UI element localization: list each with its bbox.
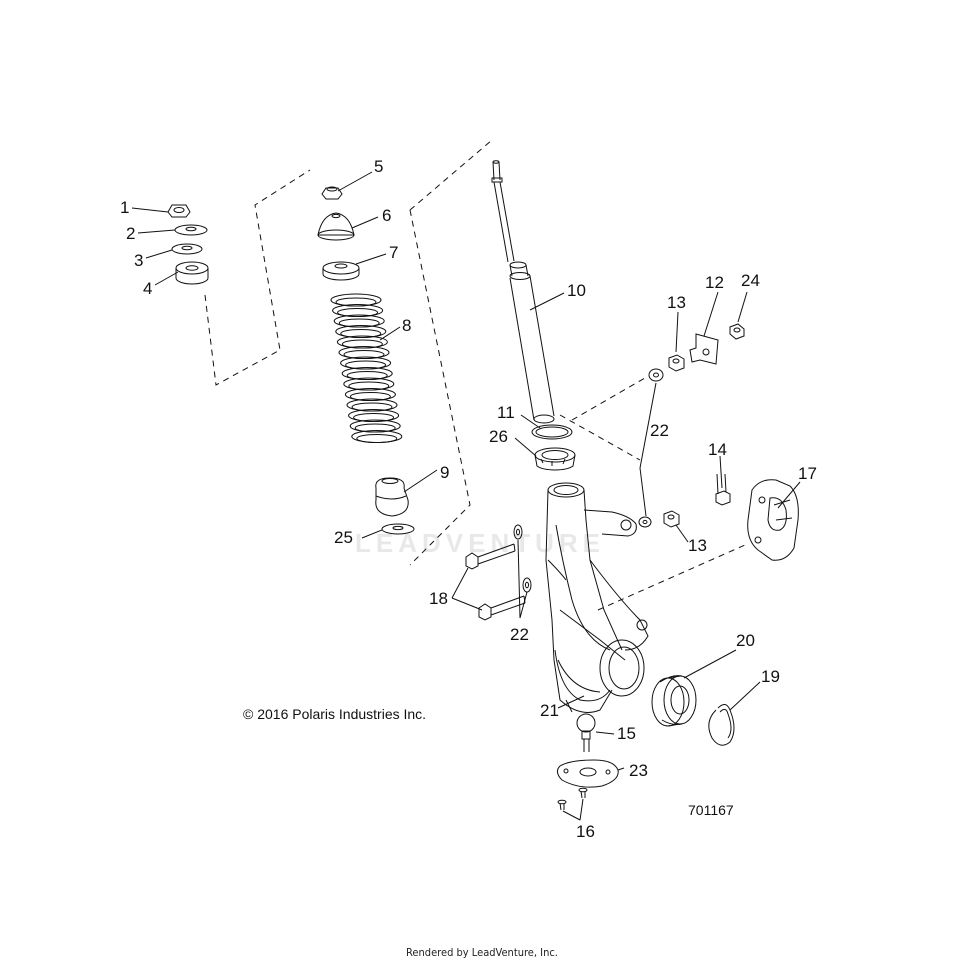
spring-coil-inner	[349, 392, 391, 401]
callout-5: 5	[374, 157, 384, 176]
callout-13-top: 13	[667, 293, 686, 312]
spring-coil-inner	[338, 318, 380, 328]
callout-2: 2	[126, 224, 136, 243]
spring-coil-inner	[345, 360, 387, 370]
callout-17: 17	[798, 464, 817, 483]
part-nut-13-top	[668, 354, 685, 372]
callout-22-right: 22	[650, 421, 669, 440]
callout-3: 3	[134, 251, 144, 270]
spring-coil-inner	[354, 423, 396, 433]
part-washer-22-lower	[522, 577, 532, 593]
dashed-guide-right-2	[559, 414, 641, 461]
callout-1: 1	[120, 198, 130, 217]
part-bolt-18-lower	[478, 595, 526, 621]
spring-coil-inner	[341, 339, 383, 349]
part-washer-22-right-bottom	[638, 516, 652, 528]
part-coil-spring-8	[330, 293, 403, 443]
part-washer-3	[171, 243, 203, 255]
part-screw-16-left	[557, 799, 567, 811]
footer-credit: Rendered by LeadVenture, Inc.	[406, 946, 558, 959]
callout-11: 11	[497, 403, 515, 422]
callout-14: 14	[708, 440, 727, 459]
part-bolt-14	[715, 473, 731, 506]
part-washer-25	[381, 523, 415, 535]
part-bump-stop-9	[375, 477, 409, 517]
callout-6: 6	[382, 206, 392, 225]
callout-24: 24	[741, 271, 760, 290]
part-bushing-4	[175, 261, 209, 285]
callout-8: 8	[402, 316, 412, 335]
callout-22-left: 22	[510, 625, 529, 644]
dashed-guide-center-2	[409, 209, 471, 566]
callout-25: 25	[334, 528, 353, 547]
part-nut-1	[167, 204, 191, 218]
callout-21: 21	[540, 701, 559, 720]
dashed-guide-left	[204, 169, 311, 386]
part-wheel-bearing-20	[651, 675, 697, 727]
spring-coil-inner	[337, 308, 379, 317]
part-washer-22-right-top	[648, 368, 664, 382]
part-shock-absorber-10	[491, 160, 555, 424]
part-washer-22-upper	[513, 524, 523, 540]
spring-coil-inner	[353, 413, 395, 422]
callout-23: 23	[629, 761, 648, 780]
callout-10: 10	[567, 281, 586, 300]
dashed-guide-center	[409, 139, 493, 211]
callout-20: 20	[736, 631, 755, 650]
dashed-guide-caliper	[597, 544, 746, 611]
dashed-guide-right	[571, 377, 646, 421]
callout-18: 18	[429, 589, 448, 608]
spring-coil-inner	[346, 371, 388, 380]
callout-12: 12	[705, 273, 724, 292]
part-spring-seat-7	[322, 261, 360, 281]
part-steering-knuckle-21	[545, 482, 649, 713]
callout-19: 19	[761, 667, 780, 686]
callout-26: 26	[489, 427, 508, 446]
part-washer-2	[174, 224, 208, 236]
part-bolt-18-upper	[465, 543, 516, 570]
callout-15: 15	[617, 724, 636, 743]
part-nut-24	[729, 323, 745, 340]
spring-coil-inner	[343, 350, 385, 359]
callout-4: 4	[143, 279, 153, 298]
part-screw-16-right	[578, 787, 588, 799]
part-clip-12	[689, 333, 719, 365]
copyright-notice: © 2016 Polaris Industries Inc.	[243, 706, 427, 722]
spring-coil-inner	[348, 381, 390, 391]
part-nut-5	[321, 186, 343, 200]
callout-16: 16	[576, 822, 595, 841]
figure-number: 701167	[688, 802, 734, 818]
part-snap-ring-19	[708, 704, 735, 746]
part-ball-joint-15	[576, 713, 596, 752]
spring-coil-inner	[351, 402, 393, 412]
spring-coil-inner	[335, 297, 377, 307]
part-brake-caliper-17	[747, 479, 799, 561]
spring-coil-inner	[340, 329, 382, 338]
callout-9: 9	[440, 463, 450, 482]
part-nut-13-bottom	[663, 510, 680, 528]
part-seal-ring-11	[531, 424, 573, 440]
spring-coil-inner	[356, 434, 398, 443]
callout-7: 7	[389, 243, 399, 262]
part-cone-mount-6	[317, 212, 355, 241]
part-plate-23	[556, 759, 619, 788]
callout-13-bottom: 13	[688, 536, 707, 555]
leader-lines	[131, 171, 801, 821]
part-retaining-nut-26	[534, 447, 576, 471]
